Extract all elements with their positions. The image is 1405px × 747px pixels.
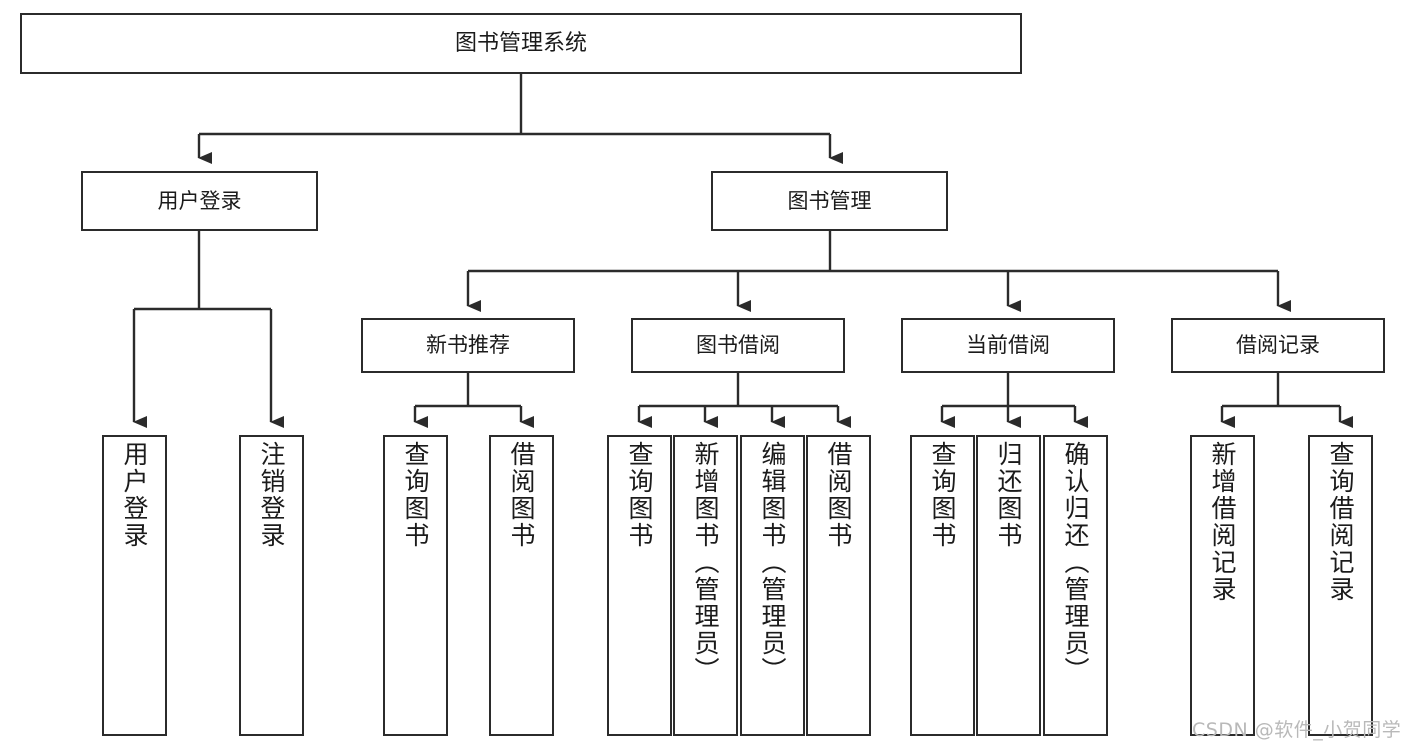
leaf-borrow-record-query-record[interactable]: 查询借阅记录 [1308,435,1373,736]
node-user-login[interactable]: 用户登录 [81,171,318,231]
leaf-user-login-signout[interactable]: 注销登录 [239,435,304,736]
node-book-management[interactable]: 图书管理 [711,171,948,231]
node-label: 新书推荐 [426,333,510,358]
leaf-book-borrow-add-book-admin[interactable]: 新增图书（管理员） [673,435,738,736]
node-new-book-recommend[interactable]: 新书推荐 [361,318,575,373]
node-label: 借阅图书 [507,441,536,549]
leaf-new-book-borrow-book[interactable]: 借阅图书 [489,435,554,736]
node-label: 用户登录 [120,441,149,549]
node-label: 查询图书 [928,441,957,549]
node-label: 借阅记录 [1236,333,1320,358]
node-borrow-record[interactable]: 借阅记录 [1171,318,1385,373]
leaf-book-borrow-borrow-book[interactable]: 借阅图书 [806,435,871,736]
node-label: 借阅图书 [824,441,853,549]
node-label: 图书管理 [787,188,872,213]
leaf-user-login-signin[interactable]: 用户登录 [102,435,167,736]
node-label: 图书借阅 [696,333,780,358]
node-label: 编辑图书（管理员） [758,441,787,684]
node-label: 当前借阅 [966,333,1050,358]
leaf-current-borrow-return-book[interactable]: 归还图书 [976,435,1041,736]
node-label: 图书管理系统 [454,30,587,56]
node-label: 新增借阅记录 [1208,441,1237,603]
leaf-book-borrow-query-book[interactable]: 查询图书 [607,435,672,736]
node-book-borrow[interactable]: 图书借阅 [631,318,845,373]
node-root-library-system[interactable]: 图书管理系统 [20,13,1022,74]
node-label: 用户登录 [157,188,242,213]
node-label: 注销登录 [257,441,286,549]
leaf-borrow-record-add-record[interactable]: 新增借阅记录 [1190,435,1255,736]
node-label: 查询图书 [401,441,430,549]
node-label: 查询图书 [625,441,654,549]
node-label: 确认归还（管理员） [1061,441,1090,684]
node-label: 查询借阅记录 [1326,441,1355,603]
node-label: 新增图书（管理员） [691,441,720,684]
node-current-borrow[interactable]: 当前借阅 [901,318,1115,373]
leaf-book-borrow-edit-book-admin[interactable]: 编辑图书（管理员） [740,435,805,736]
leaf-new-book-query-book[interactable]: 查询图书 [383,435,448,736]
leaf-current-borrow-query-book[interactable]: 查询图书 [910,435,975,736]
node-label: 归还图书 [994,441,1023,549]
leaf-current-borrow-confirm-return-admin[interactable]: 确认归还（管理员） [1043,435,1108,736]
